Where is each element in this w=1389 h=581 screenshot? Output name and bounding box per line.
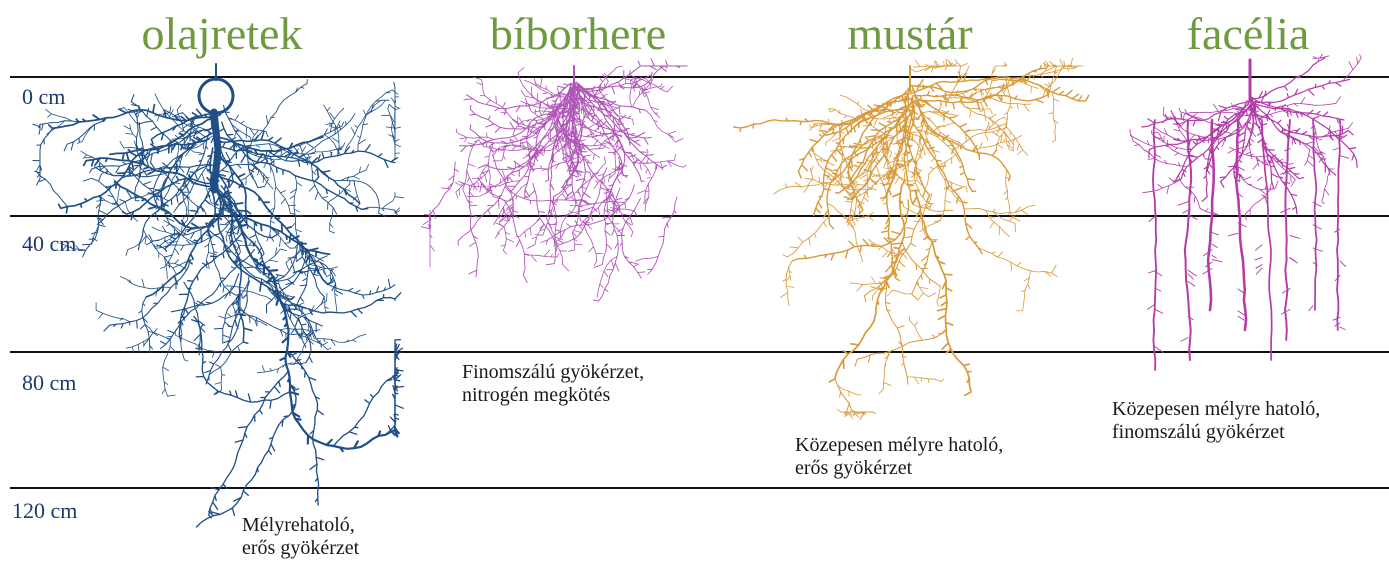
plant-title-biborhere: bíborhere [490, 8, 666, 60]
caption-line: erős gyökérzet [242, 537, 359, 560]
caption-facelia: Közepesen mélyre hatoló, finomszálú gyök… [1112, 398, 1320, 444]
caption-mustar: Közepesen mélyre hatoló, erős gyökérzet [795, 434, 1003, 480]
biborhere-root-system-icon [421, 59, 687, 302]
depth-label-120: 120 cm [12, 498, 77, 524]
depth-label-80: 80 cm [22, 370, 76, 396]
caption-line: Finomszálú gyökérzet, [462, 361, 644, 384]
caption-line: erős gyökérzet [795, 457, 1003, 480]
caption-olajretek: Mélyrehatoló, erős gyökérzet [242, 514, 359, 560]
olajretek-root-system-icon [33, 64, 404, 527]
caption-line: Közepesen mélyre hatoló, [1112, 398, 1320, 421]
depth-label-0: 0 cm [22, 84, 65, 110]
caption-line: nitrogén megkötés [462, 384, 644, 407]
caption-biborhere: Finomszálú gyökérzet, nitrogén megkötés [462, 361, 644, 407]
caption-line: Közepesen mélyre hatoló, [795, 434, 1003, 457]
mustar-root-system-icon [734, 58, 1089, 419]
plant-title-facelia: facélia [1187, 8, 1310, 60]
plant-title-mustar: mustár [847, 8, 972, 60]
depth-label-40: 40 cm [22, 231, 76, 257]
plant-title-olajretek: olajretek [142, 8, 303, 60]
caption-line: Mélyrehatoló, [242, 514, 359, 537]
caption-line: finomszálú gyökérzet [1112, 421, 1320, 444]
facelia-root-system-icon [1130, 54, 1361, 370]
